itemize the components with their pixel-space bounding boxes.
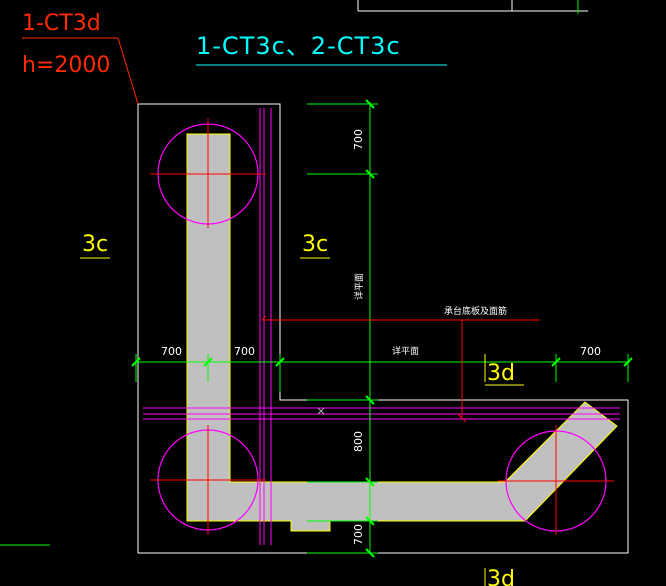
dim-left-b: 700 — [234, 345, 255, 358]
rebar-lines — [143, 108, 620, 545]
dim-right-h: 700 — [580, 345, 601, 358]
section-mark-3c-left: 3c — [82, 232, 108, 257]
beam-l-shape — [186, 133, 618, 532]
section-mark-underlines — [80, 257, 524, 386]
note-level: 详平面 — [392, 345, 419, 357]
section-mark-3c-right: 3c — [302, 232, 328, 257]
dim-mid: 800 — [352, 431, 365, 452]
center-mark-icon — [317, 407, 325, 415]
adjacent-frame-fragment — [357, 0, 588, 14]
leader-title: 1-CT3d — [22, 11, 101, 36]
dimension-lines — [0, 102, 630, 554]
leader-height: h=2000 — [22, 53, 110, 78]
level-leader-lines — [261, 315, 540, 423]
main-title: 1-CT3c、2-CT3c — [196, 32, 401, 60]
pile-cap-outline — [137, 103, 629, 554]
note-pile-bottom: 承台底板及面筋 — [444, 305, 507, 317]
title-leader — [22, 37, 139, 105]
pile-crosshairs — [150, 118, 614, 535]
dim-top: 700 — [352, 129, 365, 150]
section-mark-3d-bottom: 3d — [487, 567, 515, 586]
dim-left-a: 700 — [161, 345, 182, 358]
dim-bottom: 700 — [352, 524, 365, 545]
dimension-ticks — [131, 99, 633, 558]
dim-right-vertical: 详平面 — [353, 273, 365, 300]
section-mark-3d-mid: 3d — [487, 361, 515, 386]
